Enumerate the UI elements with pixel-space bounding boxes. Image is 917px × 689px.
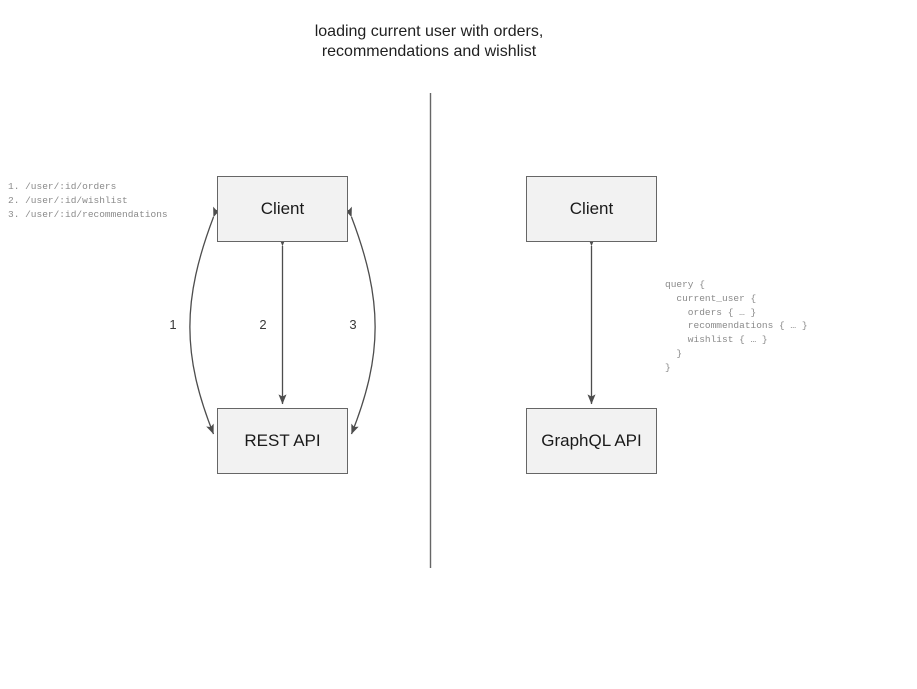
rest-edge-1-curve bbox=[189, 206, 221, 435]
node-client-rest[interactable]: Client bbox=[217, 176, 348, 242]
edge-label-3: 3 bbox=[349, 317, 357, 332]
node-client-graphql[interactable]: Client bbox=[526, 176, 657, 242]
node-rest-api[interactable]: REST API bbox=[217, 408, 348, 474]
edge-label-2: 2 bbox=[259, 317, 267, 332]
node-graphql-api[interactable]: GraphQL API bbox=[526, 408, 657, 474]
rest-endpoints-list: 1. /user/:id/orders 2. /user/:id/wishlis… bbox=[8, 181, 168, 220]
graphql-query-code: query { current_user { orders { … } reco… bbox=[665, 279, 808, 373]
page-title: loading current user with orders, recomm… bbox=[314, 23, 544, 60]
edge-label-1: 1 bbox=[169, 317, 177, 332]
rest-edge-3-curve bbox=[344, 206, 376, 435]
